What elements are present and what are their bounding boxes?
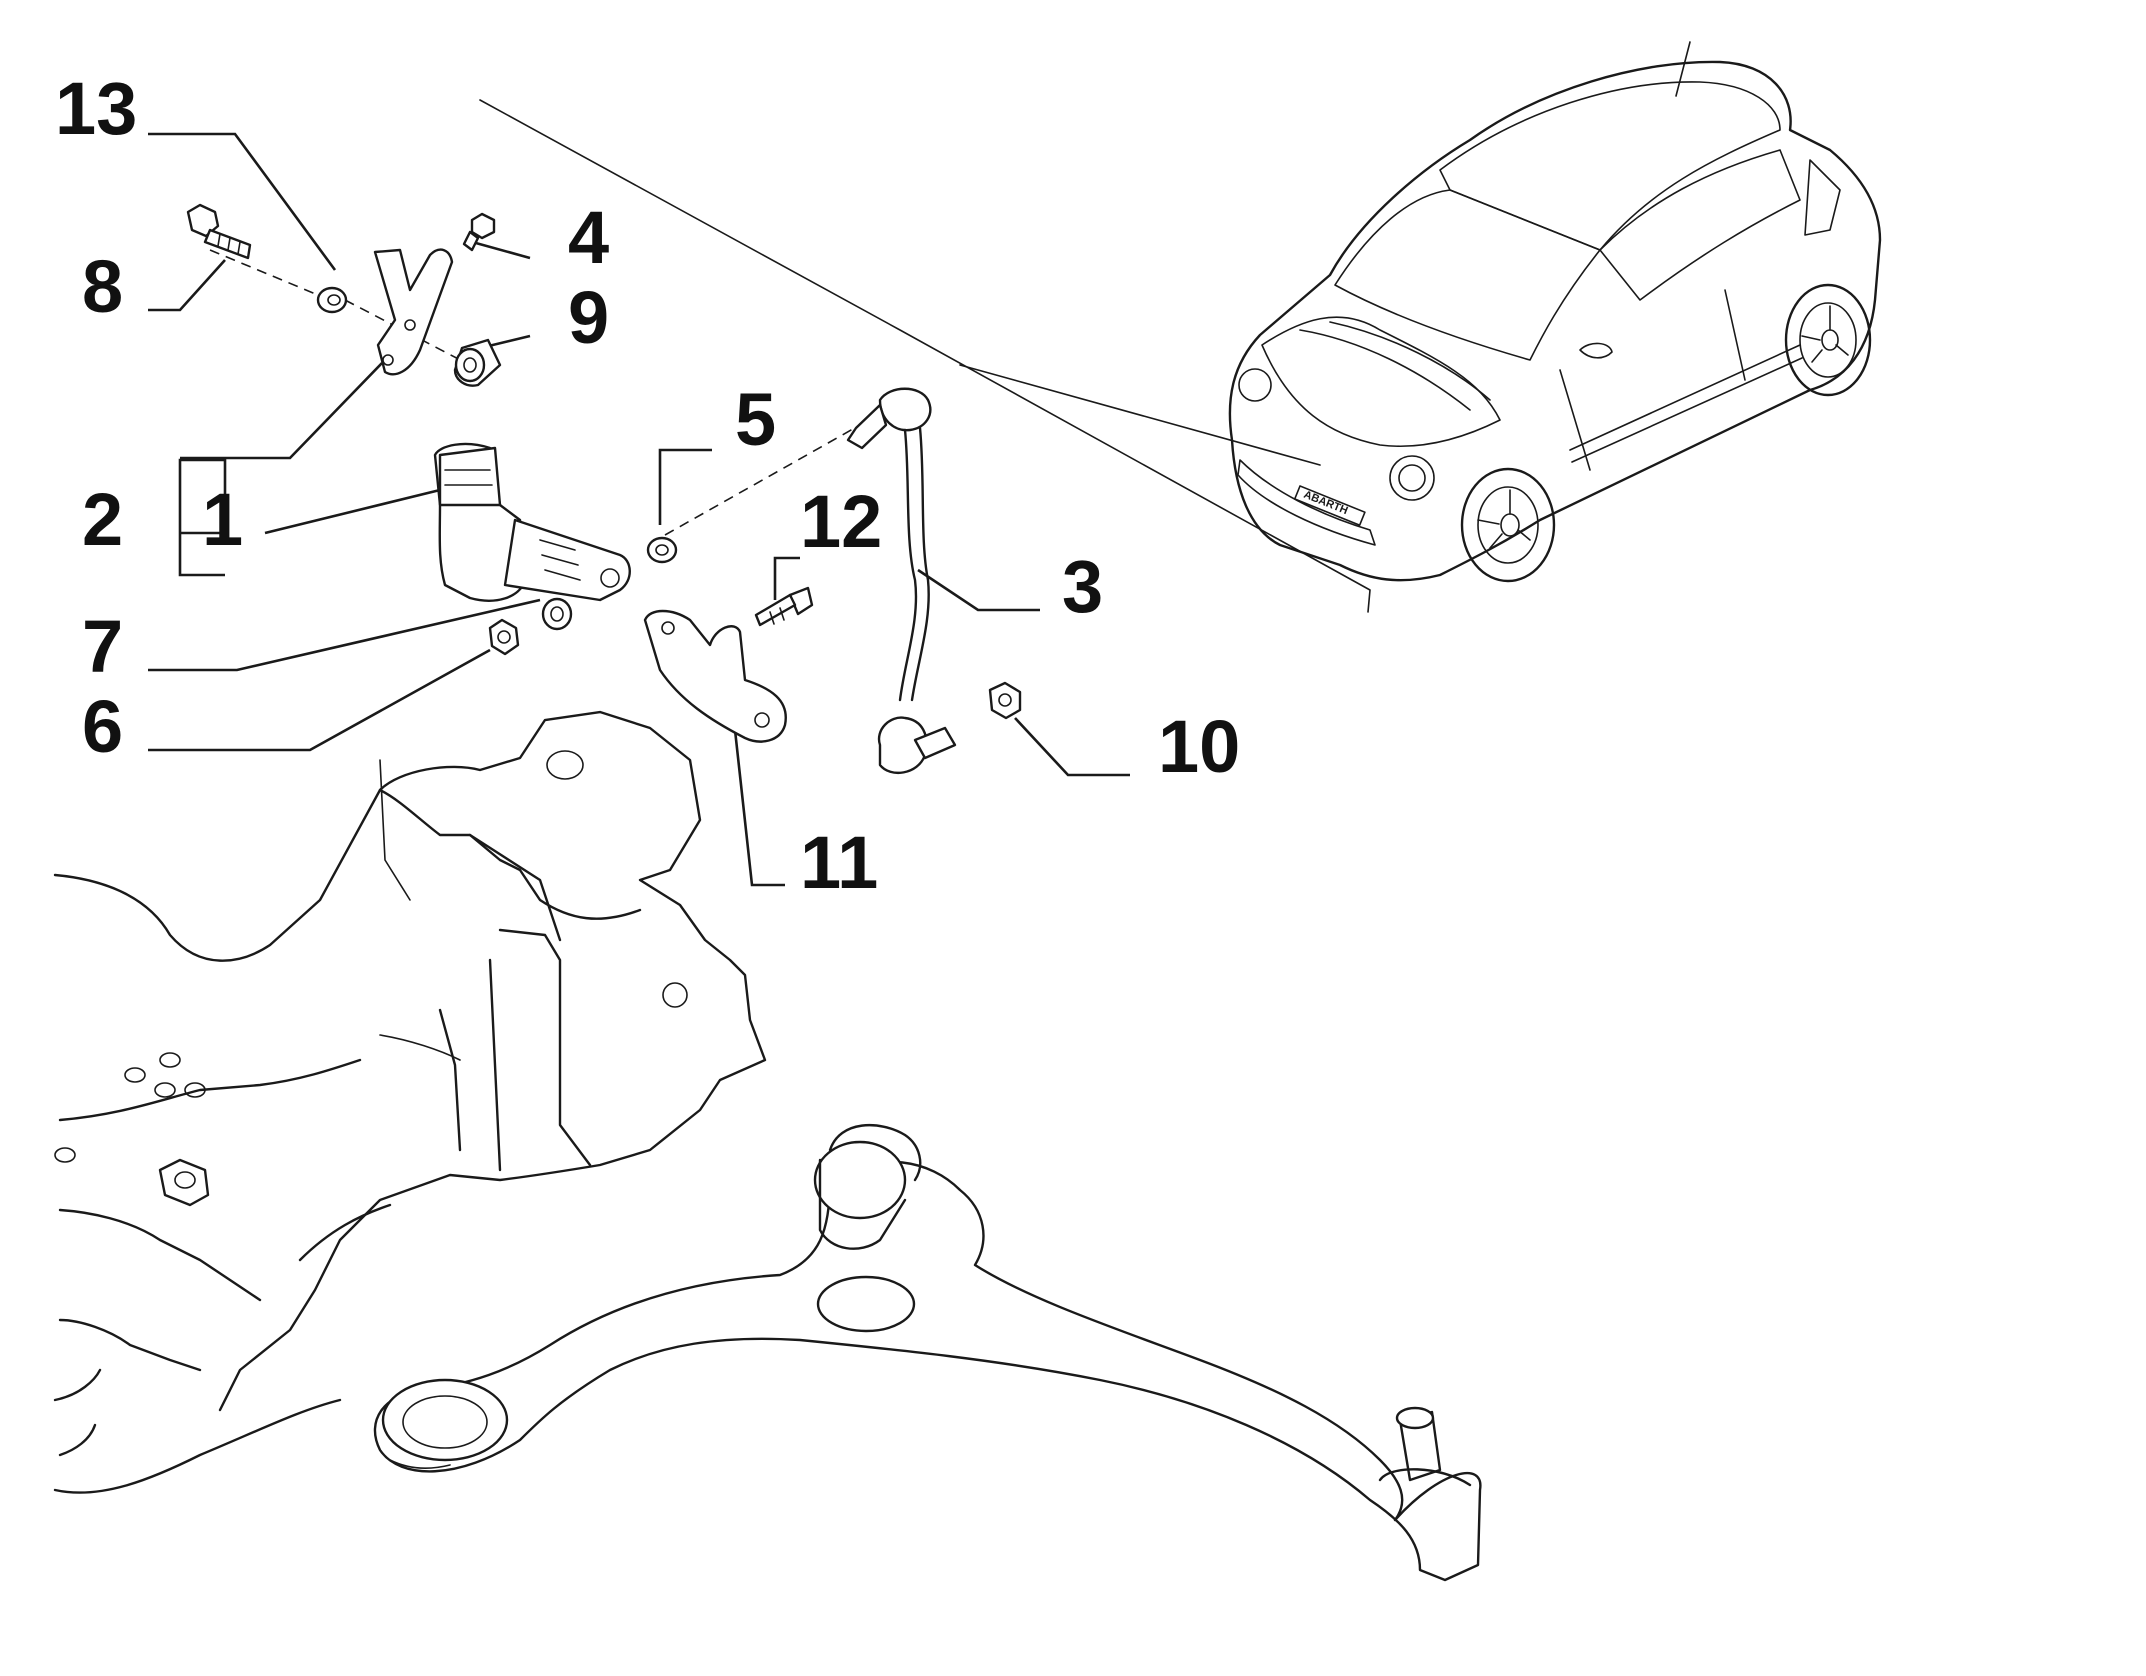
link-rod-part-3 (846, 387, 957, 774)
callout-5: 5 (735, 378, 776, 461)
bolt-part-12 (754, 586, 814, 627)
callout-10: 10 (1158, 705, 1240, 788)
control-arm-illustration (373, 1124, 1482, 1582)
bracket-part-11 (643, 609, 787, 743)
vehicle-locator-illustration: ABARTH (479, 41, 1882, 613)
callout-4: 4 (568, 196, 609, 279)
callout-11: 11 (800, 821, 878, 904)
callout-9: 9 (568, 276, 609, 359)
callout-12: 12 (800, 480, 882, 563)
callout-labels: 13 8 4 9 2 1 5 12 3 7 6 10 11 (55, 67, 1240, 904)
nut-part-6 (488, 618, 520, 656)
bolt-part-8 (186, 203, 252, 260)
callout-1: 1 (202, 478, 243, 561)
callout-2: 2 (82, 478, 123, 561)
bushing-part-9 (453, 338, 502, 387)
callout-7: 7 (82, 605, 123, 688)
screw-part-4 (462, 212, 496, 252)
sensor-part-1 (433, 442, 631, 602)
washer-part-5 (646, 536, 678, 564)
callout-6: 6 (82, 685, 123, 768)
subframe-illustration (53, 710, 767, 1494)
callout-13: 13 (55, 67, 137, 150)
vehicle-badge-text: ABARTH (1302, 489, 1350, 518)
washer-part-7 (541, 597, 573, 631)
washer-part-13 (316, 286, 348, 314)
callout-8: 8 (82, 245, 123, 328)
leader-lines (148, 132, 1130, 887)
nut-part-10 (988, 681, 1022, 720)
bracket-part-2 (373, 248, 454, 376)
callout-3: 3 (1062, 545, 1103, 628)
